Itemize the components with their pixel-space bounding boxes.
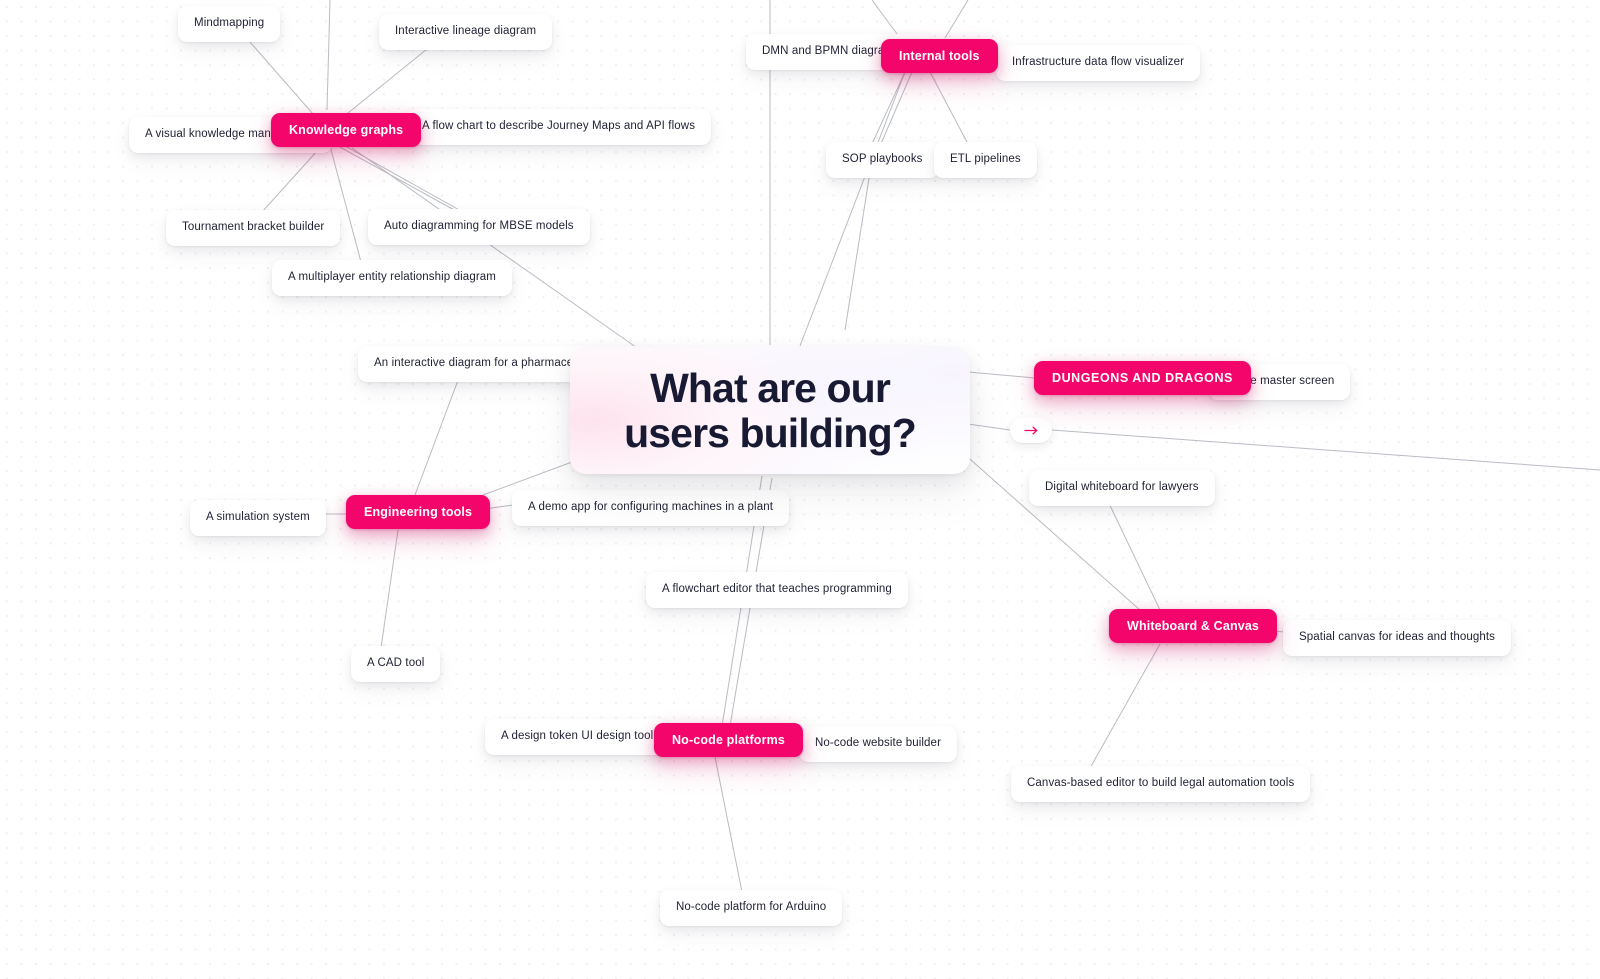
leaf-node-canvas-legal-automation[interactable]: Canvas-based editor to build legal autom… (1011, 766, 1311, 802)
leaf-node-no-code-arduino[interactable]: No-code platform for Arduino (660, 890, 843, 926)
branch-node-engineering-tools[interactable]: Engineering tools (346, 495, 491, 529)
leaf-label: A demo app for configuring machines in a… (528, 501, 774, 513)
leaf-label: A flowchart editor that teaches programm… (662, 583, 892, 595)
edge-kg-top (327, 0, 330, 110)
edge-it-center (800, 72, 905, 346)
branch-node-whiteboard-and-canvas[interactable]: Whiteboard & Canvas (1109, 609, 1278, 643)
edge-dnd-center (968, 372, 1035, 378)
leaf-label: No-code platform for Arduino (676, 901, 827, 913)
leaf-node-demo-app-machines[interactable]: A demo app for configuring machines in a… (512, 490, 790, 526)
leaf-label: Canvas-based editor to build legal autom… (1027, 777, 1295, 789)
leaf-node-mindmapping[interactable]: Mindmapping (178, 6, 281, 42)
edge-it-up-left (872, 0, 900, 38)
leaf-node-cad-tool[interactable]: A CAD tool (351, 646, 441, 682)
leaf-label: Spatial canvas for ideas and thoughts (1299, 631, 1496, 643)
edge-kg-mbse2 (345, 146, 470, 216)
edge-pill-right (1052, 430, 1600, 470)
leaf-label: Infrastructure data flow visualizer (1012, 56, 1185, 68)
expand-arrow-button[interactable] (1010, 417, 1052, 443)
leaf-node-infra-data-flow[interactable]: Infrastructure data flow visualizer (996, 45, 1201, 81)
edge-it-up-right (945, 0, 968, 38)
branch-label: Whiteboard & Canvas (1127, 619, 1260, 633)
leaf-label: Mindmapping (194, 17, 265, 29)
leaf-label: ETL pipelines (950, 153, 1021, 165)
leaf-node-flow-chart-journey[interactable]: A flow chart to describe Journey Maps an… (406, 109, 712, 145)
leaf-label: Interactive lineage diagram (395, 25, 537, 37)
edge-wb-legalcanvas (1090, 644, 1160, 768)
leaf-node-auto-diagramming-mbse[interactable]: Auto diagramming for MBSE models (368, 209, 590, 245)
leaf-label: No-code website builder (815, 737, 942, 749)
arrow-right-icon (1023, 425, 1039, 436)
edge-et-cad (381, 530, 398, 648)
leaf-label: SOP playbooks (842, 153, 923, 165)
branch-label: Engineering tools (364, 505, 473, 519)
leaf-node-sop-playbooks[interactable]: SOP playbooks (826, 142, 939, 178)
edge-wb-digitallaw (1105, 495, 1160, 610)
leaf-label: A design token UI design tool (501, 730, 654, 742)
leaf-node-etl-pipelines[interactable]: ETL pipelines (934, 142, 1037, 178)
branch-node-knowledge-graphs[interactable]: Knowledge graphs (271, 113, 422, 147)
leaf-label: A CAD tool (367, 657, 425, 669)
edge-nc-arduino (715, 757, 742, 892)
leaf-node-tournament-bracket[interactable]: Tournament bracket builder (166, 210, 341, 246)
leaf-node-multiplayer-erd[interactable]: A multiplayer entity relationship diagra… (272, 260, 512, 296)
edge-kg-center (352, 148, 640, 350)
leaf-node-digital-whiteboard-law[interactable]: Digital whiteboard for lawyers (1029, 470, 1215, 506)
branch-node-internal-tools[interactable]: Internal tools (881, 39, 998, 73)
branch-node-no-code-platforms[interactable]: No-code platforms (654, 723, 803, 757)
edge-it-sop (872, 72, 905, 144)
branch-label: Knowledge graphs (289, 123, 404, 137)
leaf-node-flowchart-teaches[interactable]: A flowchart editor that teaches programm… (646, 572, 908, 608)
edge-it-etl (930, 72, 968, 144)
branch-node-dungeons-and-dragons[interactable]: DUNGEONS AND DRAGONS (1034, 361, 1251, 395)
edge-sop-down (845, 172, 870, 330)
leaf-label: A multiplayer entity relationship diagra… (288, 271, 496, 283)
branch-label: Internal tools (899, 49, 980, 63)
edge-pill-left (968, 424, 1010, 430)
leaf-label: A flow chart to describe Journey Maps an… (422, 120, 696, 132)
leaf-label: Game master screen (1225, 375, 1335, 387)
leaf-node-simulation-system[interactable]: A simulation system (190, 500, 326, 536)
leaf-label: A simulation system (206, 511, 310, 523)
leaf-node-no-code-website[interactable]: No-code website builder (799, 726, 958, 762)
leaf-node-design-token-ui[interactable]: A design token UI design tool (485, 719, 670, 755)
edge-kg-mbse (338, 146, 458, 212)
branch-label: No-code platforms (672, 733, 785, 747)
edge-et-pharma (415, 375, 460, 495)
leaf-label: Digital whiteboard for lawyers (1045, 481, 1199, 493)
leaf-node-spatial-canvas[interactable]: Spatial canvas for ideas and thoughts (1283, 620, 1512, 656)
page-title: What are our users building? (624, 365, 917, 456)
leaf-node-interactive-lineage[interactable]: Interactive lineage diagram (379, 14, 553, 50)
branch-label: DUNGEONS AND DRAGONS (1052, 371, 1233, 385)
center-node[interactable]: What are our users building? (570, 347, 970, 474)
leaf-label: Tournament bracket builder (182, 221, 325, 233)
leaf-label: Auto diagramming for MBSE models (384, 220, 574, 232)
edge-it-sop2 (880, 72, 912, 146)
